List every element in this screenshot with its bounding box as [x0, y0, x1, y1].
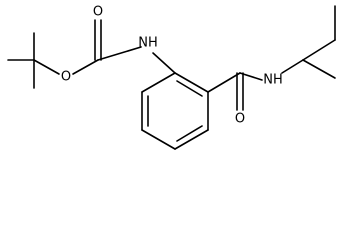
ring-bond-1 [174, 72, 209, 93]
carbamate-nh-label: NH [138, 36, 158, 51]
carbamate-carbonyl-oxygen-label: O [93, 5, 103, 20]
bond-ch-to-methyl [302, 59, 336, 79]
ring-bond-4 [141, 129, 176, 150]
bond-ch-to-ch2 [302, 39, 336, 61]
tert-butyl-group [7, 32, 60, 89]
ring-inner-double-1 [176, 80, 203, 97]
bond-ring-to-amide-carbon [207, 72, 241, 93]
ester-oxygen-label: O [61, 70, 71, 85]
carbamate-group [72, 19, 176, 75]
bond-ester-oxygen-to-carbonyl-carbon [72, 59, 99, 75]
bond-nh-to-ch [281, 59, 304, 74]
structure-diagram: O O NH NH O [7, 4, 336, 150]
bond-tbu-center-to-ester-oxygen [33, 59, 60, 75]
amide-carbonyl-oxygen-label: O [235, 112, 245, 127]
ring-bond-6 [141, 72, 176, 93]
bond-nh-to-ring [152, 52, 176, 74]
ring-bond-3 [174, 129, 209, 150]
amide-group [207, 72, 263, 111]
molecule-drawing: O O NH NH O [7, 5, 336, 150]
sec-butyl-group [281, 5, 336, 79]
benzene-ring [141, 72, 209, 150]
ring-inner-double-2 [176, 125, 203, 142]
bond-carbonyl-carbon-to-nh [97, 46, 142, 61]
amide-nh-label: NH [263, 73, 283, 88]
